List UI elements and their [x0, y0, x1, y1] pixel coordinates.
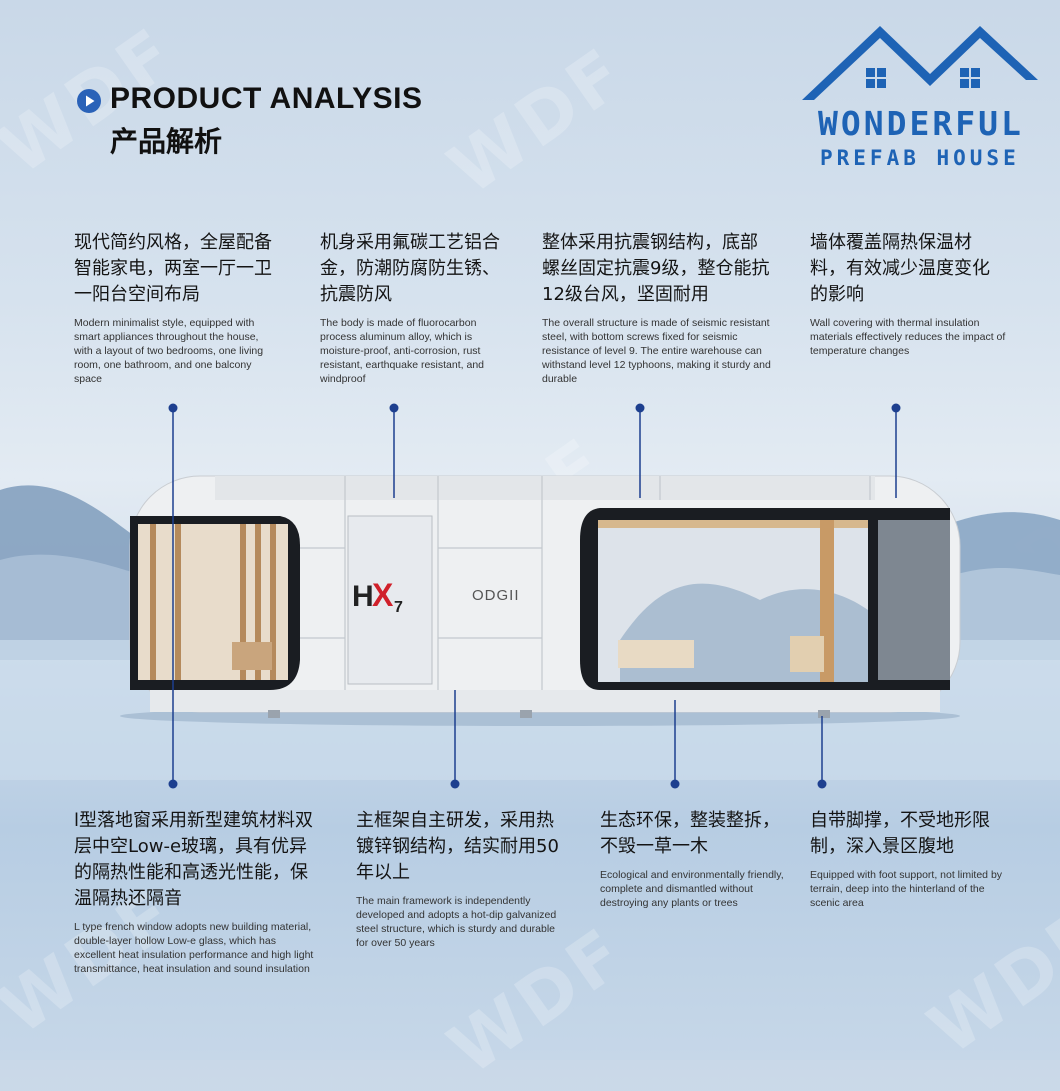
- feature-description: Wall covering with thermal insulation ma…: [810, 317, 1006, 357]
- mountain-right-far: [940, 568, 1060, 660]
- feature-description: Modern minimalist style, equipped with s…: [74, 317, 264, 385]
- feature-description: The body is made of fluorocarbon process…: [320, 317, 485, 385]
- door: [347, 515, 433, 685]
- feature-body-material: 机身采用氟碳工艺铝合金，防潮防腐防生锈、抗震防风 The body is mad…: [320, 230, 504, 386]
- feature-description: Ecological and environmentally friendly,…: [600, 869, 784, 909]
- pointer-dot: [817, 779, 827, 789]
- page-subtitle: 产品解析: [110, 125, 223, 158]
- feature-description: Equipped with foot support, not limited …: [810, 869, 1003, 909]
- feature-layout: 现代简约风格，全屋配备智能家电，两室一厅一卫一阳台空间布局 Modern min…: [74, 230, 280, 386]
- feature-description: L type french window adopts new building…: [74, 921, 314, 975]
- feature-description: The overall structure is made of seismic…: [542, 317, 771, 385]
- pointer-dot: [168, 403, 178, 413]
- pointer-dot: [450, 779, 460, 789]
- house-base: [150, 690, 940, 712]
- feature-foot-support: 自带脚撑，不受地形限制，深入景区腹地 Equipped with foot su…: [810, 808, 1010, 910]
- house-brand-mark: H: [352, 580, 374, 613]
- feature-eco-friendly: 生态环保，整装整拆，不毁一草一木 Ecological and environm…: [600, 808, 790, 910]
- feature-title: 生态环保，整装整拆，不毁一草一木: [600, 810, 780, 857]
- feature-description: The main framework is independently deve…: [356, 895, 557, 949]
- feature-french-window: l型落地窗采用新型建筑材料双层中空Low-e玻璃，具有优异的隔热性能和高透光性能…: [74, 808, 320, 976]
- logo-subtitle: PREFAB HOUSE: [820, 146, 1020, 170]
- feature-wall-insulation: 墙体覆盖隔热保温材料，有效减少温度变化的影响 Wall covering wit…: [810, 230, 1006, 358]
- svg-text:X: X: [372, 577, 394, 613]
- feature-title: l型落地窗采用新型建筑材料双层中空Low-e玻璃，具有优异的隔热性能和高透光性能…: [74, 810, 313, 909]
- feature-title: 自带脚撑，不受地形限制，深入景区腹地: [810, 810, 990, 857]
- feature-main-frame: 主框架自主研发，采用热镀锌钢结构，结实耐用50年以上 The main fram…: [356, 808, 560, 950]
- feature-title: 墙体覆盖隔热保温材料，有效减少温度变化的影响: [810, 232, 990, 305]
- feature-title: 现代简约风格，全屋配备智能家电，两室一厅一卫一阳台空间布局: [74, 232, 272, 305]
- product-scene: H X 7 ODGII: [0, 403, 1060, 789]
- company-logo: [802, 26, 1038, 100]
- pointer-dot: [891, 403, 901, 413]
- feature-title: 主框架自主研发，采用热镀锌钢结构，结实耐用50年以上: [356, 810, 559, 883]
- feature-title: 机身采用氟碳工艺铝合金，防潮防腐防生锈、抗震防风: [320, 232, 500, 305]
- play-circle-icon: [77, 89, 101, 113]
- house-roof-band: [215, 476, 875, 500]
- page-title: PRODUCT ANALYSIS: [110, 82, 423, 115]
- door-label: ODGII: [472, 587, 520, 604]
- feature-steel-structure: 整体采用抗震钢结构，底部螺丝固定抗震9级，整仓能抗12级台风，坚固耐用 The …: [542, 230, 772, 386]
- pointer-dot: [670, 779, 680, 789]
- svg-text:7: 7: [394, 599, 403, 616]
- pointer-dot: [389, 403, 399, 413]
- feature-title: 整体采用抗震钢结构，底部螺丝固定抗震9级，整仓能抗12级台风，坚固耐用: [542, 232, 770, 305]
- pointer-dot: [168, 779, 178, 789]
- logo-name: WONDERFUL: [818, 104, 1024, 143]
- pointer-dot: [635, 403, 645, 413]
